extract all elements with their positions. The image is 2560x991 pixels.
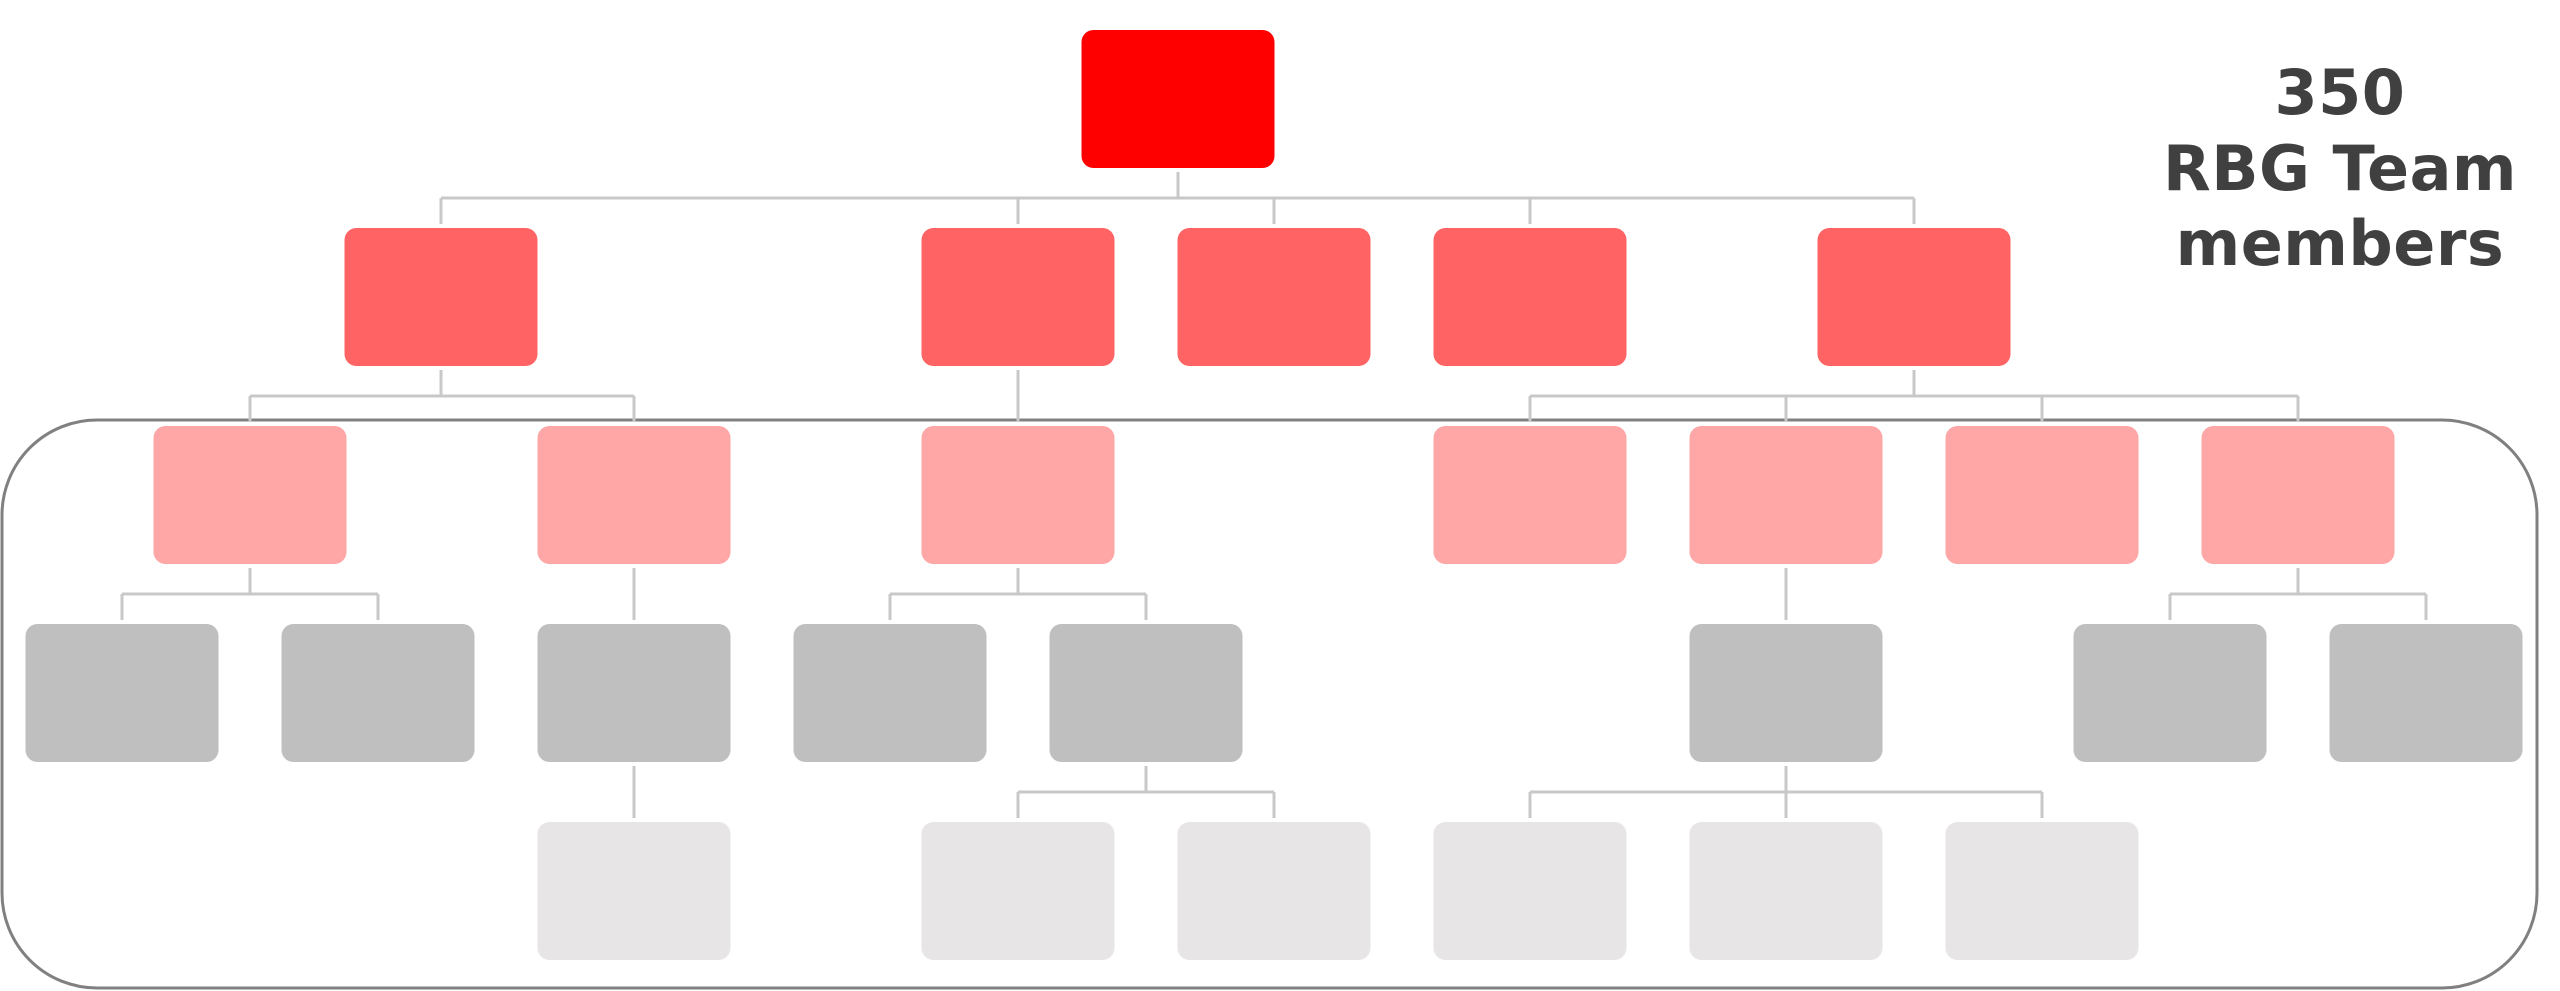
- org-node-level-2: [1689, 426, 1883, 564]
- team-group-outline: [0, 418, 2539, 990]
- org-node-level-3: [537, 624, 731, 762]
- org-node-level-1: [1817, 228, 2011, 366]
- org-node-level-3: [2329, 624, 2523, 762]
- team-size-caption: 350 RBG Team members: [2140, 55, 2540, 282]
- org-node-level-2: [2201, 426, 2395, 564]
- org-node-level-2: [1945, 426, 2139, 564]
- org-node-level-3: [1049, 624, 1243, 762]
- team-label-line2: members: [2175, 207, 2505, 281]
- org-node-level-4: [1689, 822, 1883, 960]
- org-node-level-4: [1177, 822, 1371, 960]
- org-node-level-1: [344, 228, 538, 366]
- org-node-level-2: [537, 426, 731, 564]
- org-node-level-4: [537, 822, 731, 960]
- org-node-level-4: [921, 822, 1115, 960]
- org-node-level-3: [281, 624, 475, 762]
- org-node-level-3: [1689, 624, 1883, 762]
- org-node-level-2: [1433, 426, 1627, 564]
- org-node-level-4: [1945, 822, 2139, 960]
- team-count: 350: [2274, 56, 2406, 129]
- org-node-level-0: [1081, 30, 1275, 168]
- team-label-line1: RBG Team: [2162, 131, 2518, 205]
- org-nodes: [25, 30, 2523, 960]
- org-node-level-1: [1177, 228, 1371, 366]
- connector-lines: [120, 172, 2428, 818]
- org-node-level-2: [921, 426, 1115, 564]
- org-node-level-4: [1433, 822, 1627, 960]
- org-node-level-3: [2073, 624, 2267, 762]
- org-node-level-1: [1433, 228, 1627, 366]
- org-node-level-3: [793, 624, 987, 762]
- org-node-level-3: [25, 624, 219, 762]
- org-node-level-1: [921, 228, 1115, 366]
- org-node-level-2: [153, 426, 347, 564]
